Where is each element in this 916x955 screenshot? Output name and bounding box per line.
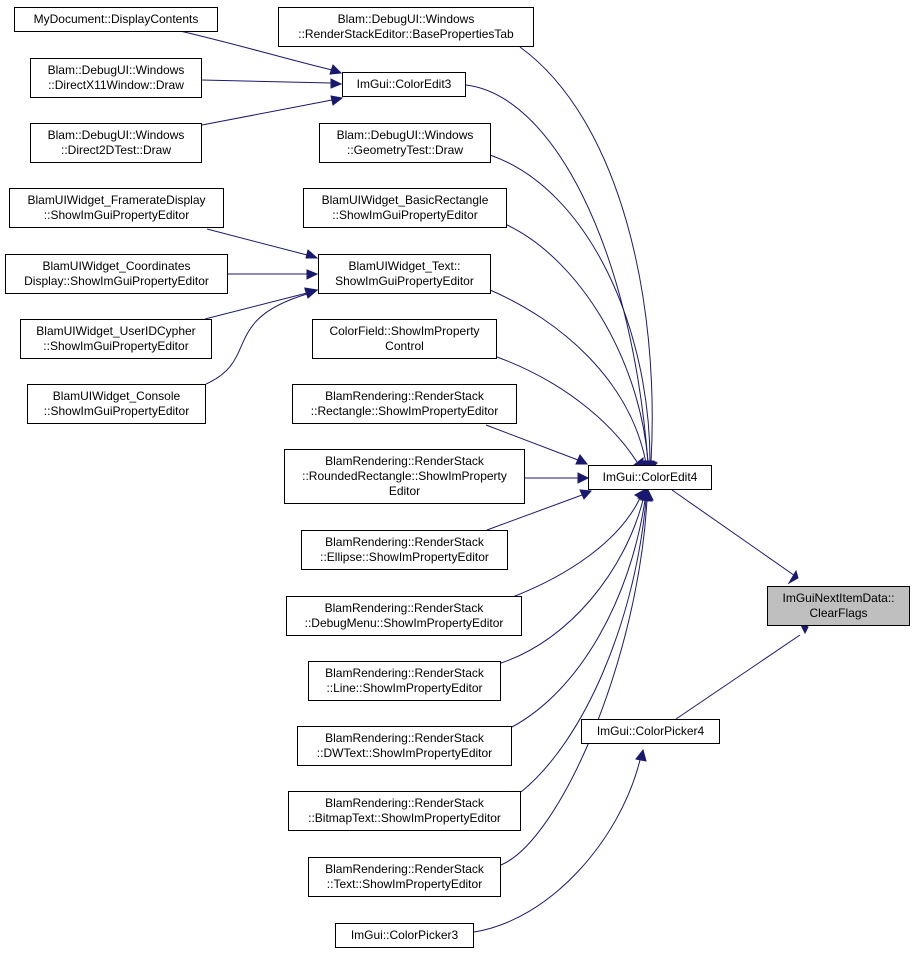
node-directx11-window-draw[interactable]: Blam::DebugUI::Windows ::DirectX11Window… — [30, 58, 202, 98]
node-console-editor[interactable]: BlamUIWidget_Console ::ShowImGuiProperty… — [27, 384, 206, 424]
arrowhead-icon — [330, 78, 343, 89]
node-rs-bitmap-text-editor[interactable]: BlamRendering::RenderStack ::BitmapText:… — [288, 791, 521, 831]
arrowhead-icon — [330, 95, 344, 106]
arrowhead-icon — [304, 288, 319, 299]
edge-rs-ellipse-editor-to-color-edit4 — [486, 489, 593, 531]
edge-text-widget-editor-to-color-edit4 — [489, 289, 654, 474]
node-rs-ellipse-editor[interactable]: BlamRendering::RenderStack ::Ellipse::Sh… — [301, 530, 508, 570]
node-text-widget-editor[interactable]: BlamUIWidget_Text:: ShowImGuiPropertyEdi… — [318, 254, 491, 294]
edge-framerate-display-editor-to-text-widget-editor — [206, 228, 319, 259]
node-base-properties-tab[interactable]: Blam::DebugUI::Windows ::RenderStackEdit… — [278, 7, 534, 47]
arrowhead-icon — [575, 454, 589, 465]
edge-rs-text-editor-to-color-edit4 — [500, 489, 654, 866]
edge-direct2d-test-draw-to-color-edit3 — [201, 95, 344, 126]
node-rs-debug-menu-editor[interactable]: BlamRendering::RenderStack ::DebugMenu::… — [286, 596, 522, 636]
arrowhead-icon — [577, 472, 590, 484]
node-my-document-display-contents[interactable]: MyDocument::DisplayContents — [14, 7, 218, 32]
node-rs-rectangle-editor[interactable]: BlamRendering::RenderStack ::Rectangle::… — [292, 384, 517, 424]
arrowhead-icon — [641, 489, 654, 501]
node-color-field-control[interactable]: ColorField::ShowImProperty Control — [312, 319, 497, 359]
node-color-picker3[interactable]: ImGui::ColorPicker3 — [335, 923, 474, 948]
edge-color-picker4-to-clear-flags — [675, 619, 809, 720]
node-userid-cypher-editor[interactable]: BlamUIWidget_UserIDCypher ::ShowImGuiPro… — [20, 319, 212, 359]
edge-console-editor-to-text-widget-editor — [205, 288, 319, 385]
edge-color-picker3-to-color-picker4 — [473, 748, 647, 933]
node-color-edit3[interactable]: ImGui::ColorEdit3 — [342, 72, 466, 97]
edge-coordinates-display-editor-to-text-widget-editor — [228, 269, 319, 280]
edge-rs-rounded-rectangle-editor-to-color-edit4 — [525, 472, 590, 484]
node-basic-rectangle-editor[interactable]: BlamUIWidget_BasicRectangle ::ShowImGuiP… — [303, 188, 507, 228]
arrowhead-icon — [635, 748, 647, 762]
node-color-edit4[interactable]: ImGui::ColorEdit4 — [588, 465, 712, 490]
arrowhead-icon — [329, 64, 343, 75]
node-coordinates-display-editor[interactable]: BlamUIWidget_Coordinates Display::ShowIm… — [5, 254, 228, 294]
node-geometry-test-draw[interactable]: Blam::DebugUI::Windows ::GeometryTest::D… — [319, 123, 491, 163]
arrowhead-icon — [787, 569, 799, 585]
node-rs-line-editor[interactable]: BlamRendering::RenderStack ::Line::ShowI… — [308, 661, 501, 701]
edge-rs-dwtext-editor-to-color-edit4 — [511, 488, 652, 728]
edge-color-edit4-to-clear-flags — [671, 489, 799, 585]
node-clear-flags: ImGuiNextItemData:: ClearFlags — [767, 586, 910, 626]
node-color-picker4[interactable]: ImGui::ColorPicker4 — [581, 719, 720, 744]
arrowhead-icon — [305, 249, 319, 259]
arrowhead-icon — [306, 269, 319, 280]
edge-geometry-test-draw-to-color-edit4 — [489, 154, 657, 474]
edge-my-document-display-contents-to-color-edit3 — [179, 30, 343, 75]
node-rs-rounded-rectangle-editor[interactable]: BlamRendering::RenderStack ::RoundedRect… — [284, 449, 525, 504]
edge-directx11-window-draw-to-color-edit3 — [201, 78, 343, 89]
node-framerate-display-editor[interactable]: BlamUIWidget_FramerateDisplay ::ShowImGu… — [9, 188, 224, 228]
edge-rs-rectangle-editor-to-color-edit4 — [485, 424, 589, 465]
node-rs-text-editor[interactable]: BlamRendering::RenderStack ::Text::ShowI… — [308, 857, 501, 897]
node-rs-dwtext-editor[interactable]: BlamRendering::RenderStack ::DWText::Sho… — [297, 726, 512, 766]
node-direct2d-test-draw[interactable]: Blam::DebugUI::Windows ::Direct2DTest::D… — [30, 123, 202, 163]
arrowhead-icon — [579, 489, 593, 500]
